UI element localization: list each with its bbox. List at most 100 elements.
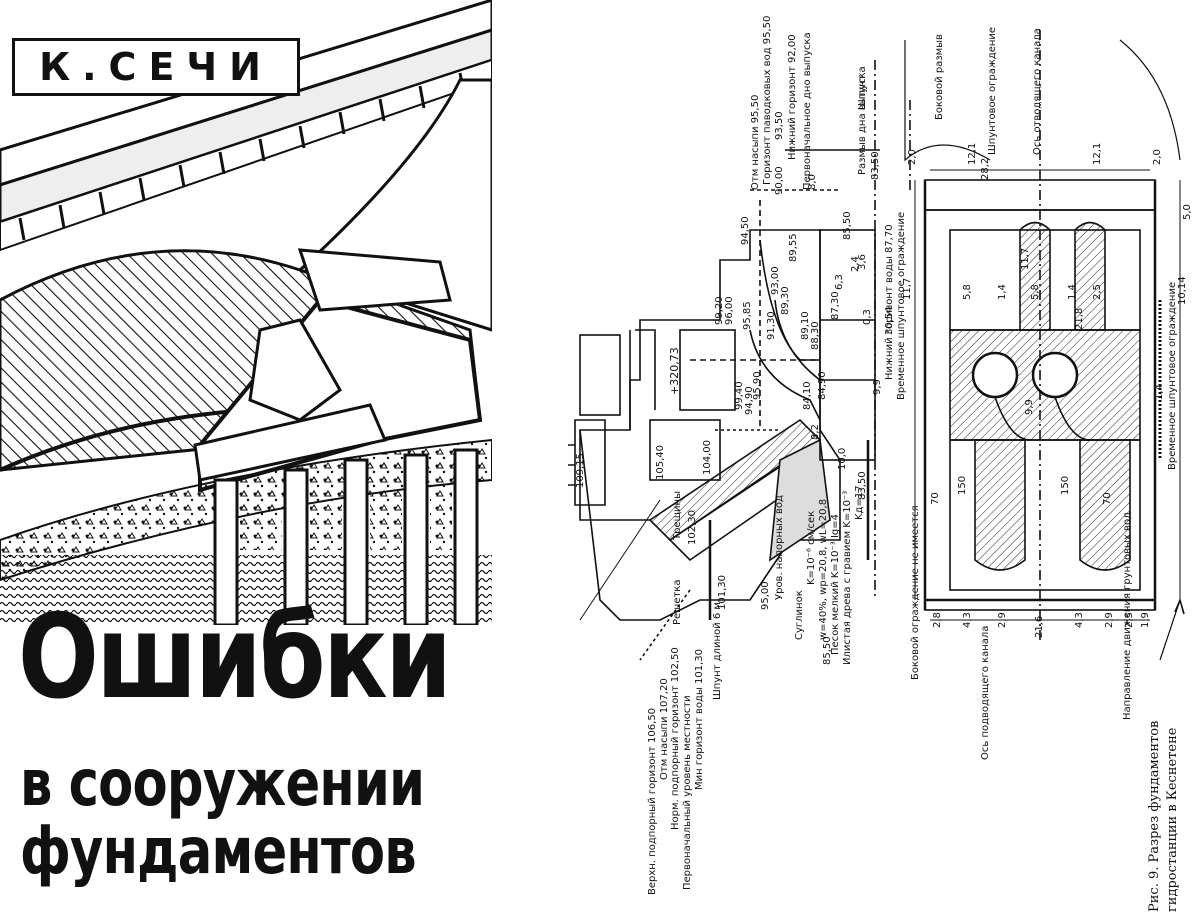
book-title-main: Ошибки — [18, 590, 452, 725]
foundation-section-drawing: Верхн. подпорный горизонт 106,50 Отм нас… — [568, 16, 1193, 912]
dim-11-7a: 11,7 — [1020, 248, 1031, 270]
dim-2-5b: 2,5 — [1124, 612, 1135, 628]
dim-8-2: 8,2 — [810, 424, 821, 440]
label-mark-8910: 89,10 — [800, 311, 811, 340]
dim-28-2: 28,2 — [980, 158, 991, 180]
label-mark-8410: 84,10 — [802, 381, 813, 410]
label-min-water: Мин горизонт воды 101,30 — [694, 649, 705, 790]
label-mark-8550b: 85,50 — [842, 211, 853, 240]
label-sheet-pile: Шпунт — [857, 74, 868, 110]
dim-0-3: 0,3 — [862, 309, 873, 325]
label-mark-9490: 94,90 — [744, 386, 755, 415]
dim-12-1a: 12,1 — [967, 143, 978, 165]
dim-5-8b: 5,8 — [1030, 284, 1041, 300]
label-temp-sheet2: Временное шпунтовое ограждение — [1167, 282, 1178, 470]
label-side-fence-none: Боковой ограждение не имеется — [910, 505, 921, 680]
book-cover: К.СЕЧИ Ошибки в сооружении фундаментов — [0, 0, 492, 916]
dim-2-9b: 2,9 — [1104, 612, 1115, 628]
label-outlet-bottom: Первоначальное дно выпуска — [802, 32, 813, 190]
author-box: К.СЕЧИ — [12, 38, 300, 96]
label-mark-9350: 93,50 — [774, 111, 785, 140]
label-mark-9585: 95,85 — [742, 301, 753, 330]
label-side-wash: Боковой размыв — [934, 34, 945, 120]
book-title-line3: фундаментов — [20, 815, 417, 889]
label-mark-8955: 89,55 — [788, 233, 799, 262]
label-loam-params: K=10⁻⁶ см/сек — [806, 511, 817, 585]
label-flow-dir: Направление движения грунтовых вод — [1122, 512, 1133, 720]
label-sand: Песок мелкий K=10⁻³ Ig=4 — [830, 514, 841, 655]
dim-2-9a: 2,9 — [997, 612, 1008, 628]
dim-4-3b: 4,3 — [1074, 612, 1085, 628]
dim-12-1b: 12,1 — [1092, 143, 1103, 165]
label-grid: Решетка — [672, 580, 683, 625]
dim-1-4c: 1,4 — [1154, 384, 1165, 400]
label-mark-9000: 90,00 — [774, 166, 785, 195]
label-mark-9500: 95,00 — [760, 581, 771, 610]
label-fill-left: Отм насыпи 107,20 — [659, 678, 670, 780]
dim-3-6: 3,6 — [857, 254, 868, 270]
label-axis-out: Ось отводящего канала — [1032, 28, 1043, 155]
label-mark-8490: 84,90 — [817, 371, 828, 400]
dim-21-8: 21,8 — [1074, 308, 1085, 330]
label-low-horizon-2: Нижний горизонт воды 87,70 — [884, 224, 895, 380]
label-mark-8550: 85,50 — [822, 636, 833, 665]
author-name: К.СЕЧИ — [39, 45, 273, 89]
label-temp-sheet: Временное шпунтовое ограждение — [896, 212, 907, 400]
label-initial-level: Первоначальный уровень местности — [682, 695, 693, 890]
label-low-tail: Нижний горизонт 92,00 — [787, 34, 798, 160]
label-mark-9940: 99,40 — [734, 381, 745, 410]
book-title-line2: в сооружении — [20, 747, 425, 821]
dim-6-3: 6,3 — [834, 274, 845, 290]
label-mark-8930: 89,30 — [780, 286, 791, 315]
label-mark-9130: 91,30 — [766, 311, 777, 340]
label-pressure-level: Уров. напорных вод — [774, 495, 785, 600]
dim-2-0a: 2,0 — [907, 149, 918, 165]
dim-10-0: 10,0 — [837, 448, 848, 470]
label-mark-8350b: 83,50 — [870, 151, 881, 180]
label-silt: Илистая древа с гравием K=10⁻³ — [842, 491, 853, 665]
label-mark-9590: 95,90 — [752, 371, 763, 400]
dim-4-3a: 4,3 — [962, 612, 973, 628]
label-mark-9450: 94,50 — [740, 216, 751, 245]
label-mark-9300: 93,00 — [770, 266, 781, 295]
label-mark-10400: 104,00 — [702, 440, 713, 475]
label-mark-9600: 96,00 — [724, 296, 735, 325]
dim-9-9b: 9,9 — [872, 379, 883, 395]
dim-30-54: 30,54 — [884, 306, 895, 335]
label-mark-10540: 105,40 — [655, 445, 666, 480]
dim-10-14: 10,14 — [1177, 276, 1188, 305]
label-sheet-pile-6m: Шпунт длиной 6 м — [712, 602, 723, 700]
dim-70b: 70 — [1102, 492, 1113, 505]
label-mark-32073: +320,73 — [668, 347, 681, 395]
label-mark-8730: 87,30 — [830, 291, 841, 320]
dim-70a: 70 — [930, 492, 941, 505]
dim-150b: 150 — [1060, 476, 1071, 495]
label-tail-water: Горизонт паводковых вод 95,50 — [762, 16, 773, 185]
label-mark-10915: 109,15 — [575, 453, 586, 488]
figure-caption-line2: гидростанции в Кеснетене — [1165, 727, 1180, 912]
dim-1-9: 1,9 — [1140, 612, 1151, 628]
cover-illustration — [0, 0, 492, 625]
label-mark-8350: 83,50 — [857, 471, 868, 500]
label-cracks: Трещины — [672, 491, 683, 541]
dim-2-8: 2,8 — [932, 612, 943, 628]
dim-150a: 150 — [957, 476, 968, 495]
dim-2-4: 2,4 — [850, 256, 861, 272]
label-upper-head: Верхн. подпорный горизонт 106,50 — [647, 708, 658, 895]
dim-9-9a: 9,9 — [1024, 399, 1035, 415]
dim-2-0b: 2,0 — [1152, 149, 1163, 165]
drawing-page: Верхн. подпорный горизонт 106,50 Отм нас… — [520, 0, 1200, 916]
dim-8-0: 8,0 — [807, 174, 818, 190]
label-normal-head: Норм. подпорный горизонт 102,50 — [670, 647, 681, 830]
label-sheet-fence: Шпунтовое ограждение — [987, 27, 998, 155]
dim-1-4b: 1,4 — [1067, 284, 1078, 300]
label-mark-10130: 101,30 — [717, 575, 728, 610]
figure-caption-line1: Рис. 9. Разрез фундаментов — [1147, 721, 1162, 912]
label-washed-bottom: Размыв дна выпуска — [857, 66, 868, 175]
dim-1-4a: 1,4 — [997, 284, 1008, 300]
label-axis-in: Ось подводящего канала — [980, 626, 991, 760]
dim-11-7b: 11,7 — [902, 278, 913, 300]
label-fill-right: Отм насыпи 95,50 — [750, 95, 761, 190]
dim-5-0: 5,0 — [1182, 204, 1193, 220]
dim-21-6: 21,6 — [1034, 616, 1045, 638]
